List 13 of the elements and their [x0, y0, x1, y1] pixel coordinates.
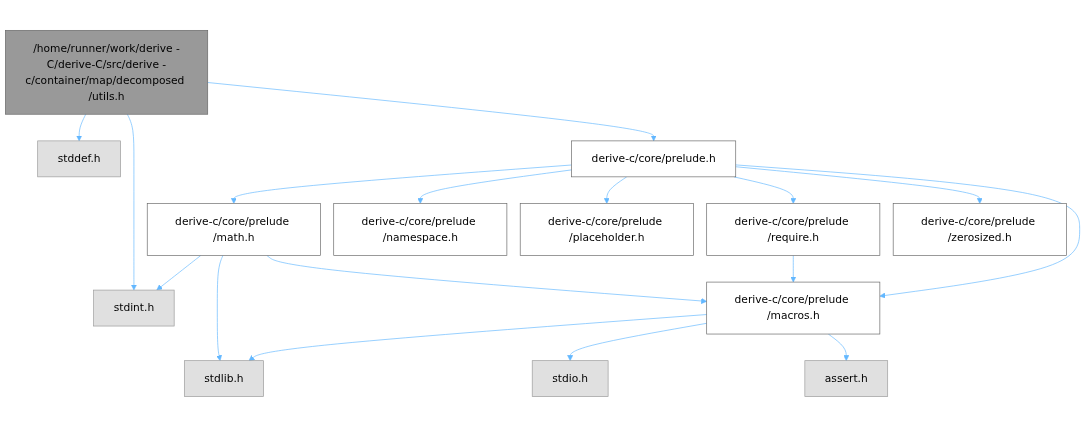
node-box: assert.h: [804, 359, 889, 397]
node-box: derive-c/core/prelude /math.h: [146, 202, 321, 256]
node-box: stdint.h: [93, 289, 175, 326]
node-box: derive-c/core/prelude /namespace.h: [333, 202, 508, 256]
node-box: derive-c/core/prelude.h: [571, 140, 737, 177]
node-box: derive-c/core/prelude /require.h: [706, 202, 881, 256]
node-box: derive-c/core/prelude /macros.h: [706, 281, 881, 334]
node-box: derive-c/core/prelude /placeholder.h: [519, 202, 694, 256]
node-box: /home/runner/work/derive -C/derive-C/src/derive -c/container/map/decomposed /utils.h: [5, 29, 209, 115]
node-box: derive-c/core/prelude /zerosized.h: [892, 202, 1067, 256]
node-box: stdlib.h: [184, 359, 264, 397]
node-box: stddef.h: [37, 140, 121, 177]
node-box: stdio.h: [531, 359, 609, 397]
